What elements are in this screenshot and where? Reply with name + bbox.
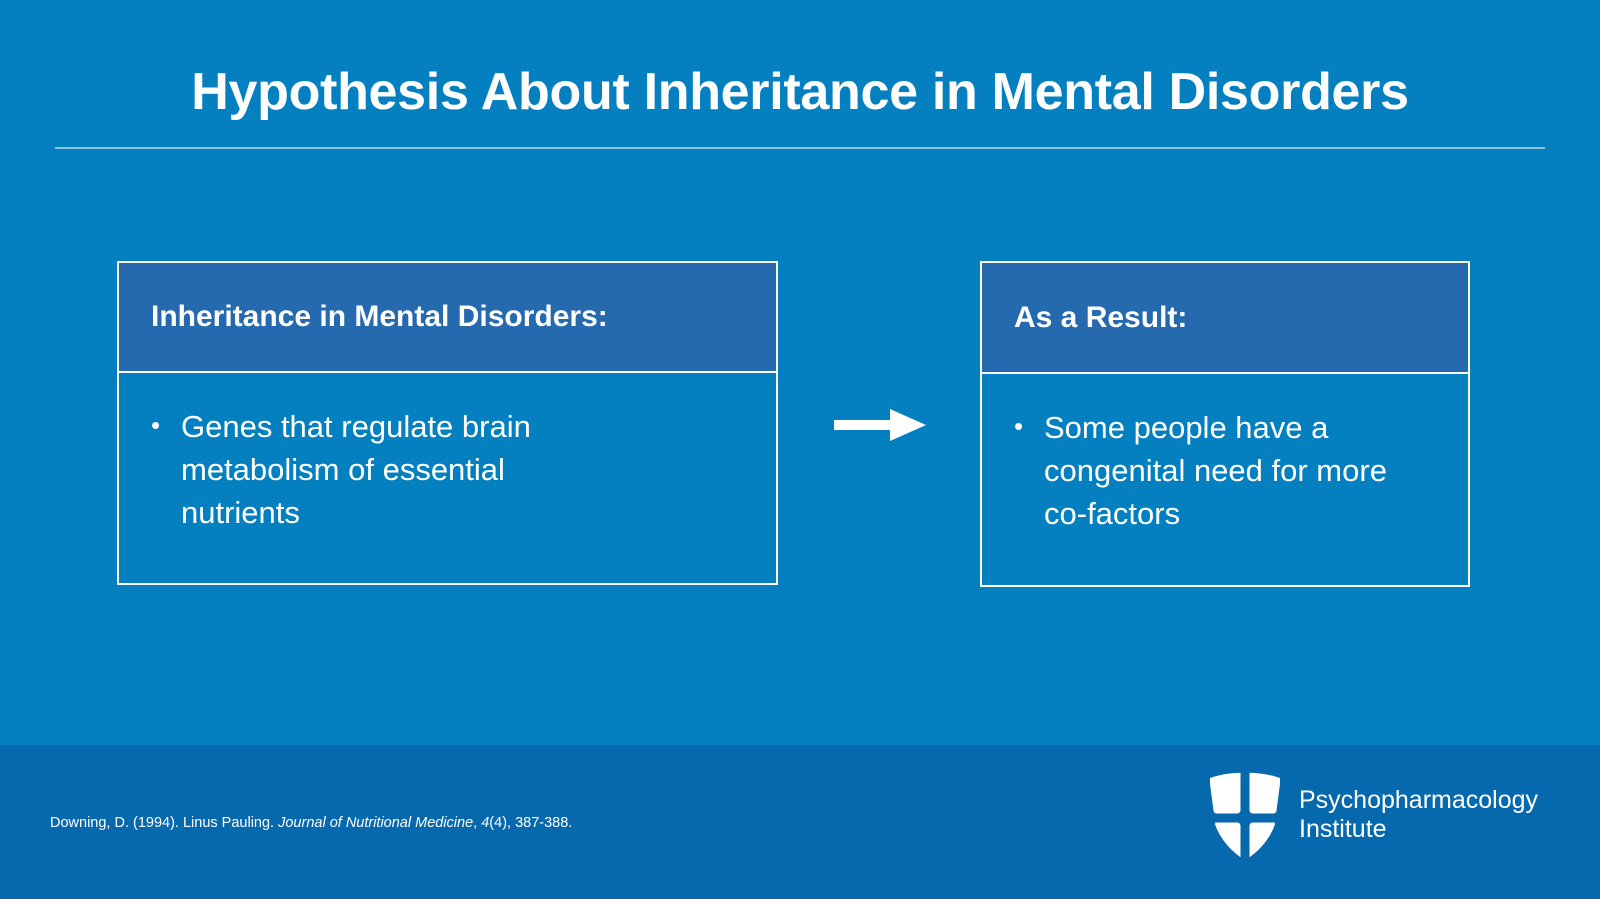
shield-icon [1207, 772, 1283, 858]
title-divider [55, 147, 1545, 149]
box-header-inheritance: Inheritance in Mental Disorders: [119, 263, 776, 373]
box-body-result: Some people have a congenital need for m… [982, 374, 1468, 585]
bullet-list-result: Some people have a congenital need for m… [1008, 405, 1442, 535]
citation-volume: 4 [481, 815, 490, 831]
page-title: Hypothesis About Inheritance in Mental D… [191, 63, 1409, 121]
right-arrow-icon [834, 406, 926, 444]
footer-band [0, 745, 1600, 899]
citation-part-3: (4), 387-388. [489, 815, 573, 831]
logo-text-line-2: Institute [1299, 815, 1387, 843]
logo-text: Psychopharmacology Institute [1299, 786, 1538, 844]
concept-box-result: As a Result: Some people have a congenit… [980, 261, 1470, 587]
logo-text-line-1: Psychopharmacology [1299, 786, 1539, 814]
list-item: Genes that regulate brain metabolism of … [145, 404, 621, 534]
concept-box-inheritance: Inheritance in Mental Disorders: Genes t… [117, 261, 778, 585]
box-body-inheritance: Genes that regulate brain metabolism of … [119, 373, 776, 583]
citation-journal: Journal of Nutritional Medicine [278, 815, 474, 831]
citation: Downing, D. (1994). Linus Pauling. Journ… [50, 815, 572, 831]
box-header-result: As a Result: [982, 263, 1468, 374]
list-item: Some people have a congenital need for m… [1008, 405, 1419, 535]
logo: Psychopharmacology Institute [1207, 772, 1538, 858]
bullet-list-inheritance: Genes that regulate brain metabolism of … [145, 404, 750, 534]
citation-part-2: , [473, 815, 482, 831]
citation-part-1: Downing, D. (1994). Linus Pauling. [50, 815, 279, 831]
